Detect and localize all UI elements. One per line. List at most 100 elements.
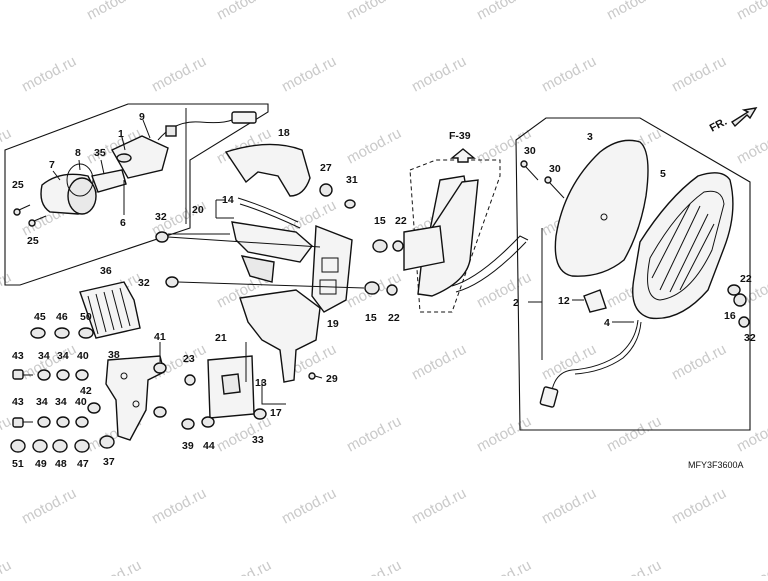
tail-light-frame — [515, 117, 751, 431]
watermark-text: motod.ru — [669, 341, 729, 384]
bulb-socket — [116, 153, 132, 163]
plate-base-window — [221, 373, 241, 395]
screw-25-upper — [13, 204, 31, 216]
reflector-pattern — [651, 203, 715, 293]
lens-screw-hole — [600, 213, 608, 221]
watermark-text: motod.ru — [474, 269, 534, 312]
seal-pad — [91, 169, 127, 193]
callout-35: 35 — [94, 147, 106, 159]
license-light-housing — [111, 135, 169, 179]
callout-17: 17 — [270, 407, 282, 419]
watermark-text: motod.ru — [409, 341, 469, 384]
watermark-text: motod.ru — [734, 0, 768, 24]
watermark-text: motod.ru — [669, 485, 729, 528]
watermark-text: motod.ru — [0, 557, 14, 576]
grommet-42 — [153, 406, 167, 418]
callout-32-upper: 32 — [155, 211, 167, 223]
leader-35 — [100, 159, 105, 175]
diagram-code: MFY3F3600A — [688, 460, 744, 470]
tail-light-group — [515, 107, 758, 431]
reflector-and-fasteners — [10, 281, 167, 453]
washer-45 — [30, 327, 46, 339]
leader-8 — [78, 159, 81, 171]
watermark-text: motod.ru — [149, 53, 209, 96]
watermark-text: motod.ru — [279, 53, 339, 96]
watermark-text: motod.ru — [604, 0, 664, 24]
reference-f39: F-39 — [449, 130, 471, 142]
callout-50: 50 — [80, 311, 92, 323]
callout-labels: 9 1 8 35 7 25 6 25 18 14 20 27 31 32 32 … — [12, 111, 756, 470]
bolt-23 — [184, 374, 196, 386]
tail-lens — [554, 139, 649, 277]
harness-connector — [231, 111, 257, 124]
watermark-text: motod.ru — [279, 485, 339, 528]
band-strip-edge — [239, 203, 301, 229]
washer-46 — [54, 327, 70, 339]
collar-22-upper — [392, 240, 404, 252]
bracket-hole-1 — [120, 372, 128, 380]
watermark-text: motod.ru — [669, 53, 729, 96]
grommet-16 — [733, 293, 747, 307]
fastener-row-lower — [12, 416, 89, 428]
watermark-text: motod.ru — [409, 53, 469, 96]
washer-44 — [201, 416, 215, 428]
callout-1: 1 — [118, 128, 124, 140]
reference-arrow — [450, 148, 476, 163]
grommet-41 — [153, 362, 167, 374]
callout-2: 2 — [513, 297, 519, 309]
grab-rail-bar — [451, 235, 529, 287]
collar-22-right — [727, 284, 741, 296]
watermark-text: motod.ru — [214, 0, 274, 24]
side-bracket — [311, 224, 353, 313]
callout-25-lower: 25 — [27, 235, 39, 247]
collar-22-lower — [386, 284, 398, 296]
nut-33 — [253, 408, 267, 420]
watermark-text: motod.ru — [84, 0, 144, 24]
callout-38: 38 — [108, 349, 120, 361]
callout-4: 4 — [604, 317, 610, 329]
callout-47: 47 — [77, 458, 89, 470]
callout-29: 29 — [326, 373, 338, 385]
callout-22-upper: 22 — [395, 215, 407, 227]
washer-50 — [78, 327, 94, 339]
callout-31: 31 — [346, 174, 358, 186]
nut-39 — [181, 418, 195, 430]
callout-33: 33 — [252, 434, 264, 446]
callout-25-upper: 25 — [12, 179, 24, 191]
grommet-15-lower — [364, 281, 380, 295]
front-direction-arrow — [730, 107, 758, 128]
lower-stay — [239, 289, 321, 383]
callout-43-upper: 43 — [12, 350, 24, 362]
callout-22-right: 22 — [740, 273, 752, 285]
callout-16: 16 — [724, 310, 736, 322]
callout-40-lower: 40 — [75, 396, 87, 408]
clamp-27 — [319, 183, 333, 197]
watermark-text: motod.ru — [539, 53, 599, 96]
callout-18: 18 — [278, 127, 290, 139]
callout-34-b: 34 — [57, 350, 69, 362]
stay-tab — [240, 255, 275, 283]
callout-40-upper: 40 — [77, 350, 89, 362]
callout-15-lower: 15 — [365, 312, 377, 324]
harness-grommet — [165, 125, 177, 137]
callout-42: 42 — [80, 385, 92, 397]
leader-7 — [52, 170, 61, 181]
watermark-text: motod.ru — [344, 557, 404, 576]
callout-9: 9 — [139, 111, 145, 123]
callout-36: 36 — [100, 265, 112, 277]
callout-7: 7 — [49, 159, 55, 171]
callout-14: 14 — [222, 194, 234, 206]
watermark-text: motod.ru — [19, 53, 79, 96]
watermark-text: motod.ru — [344, 0, 404, 24]
leader-1 — [121, 136, 126, 151]
watermark-text: motod.ru — [214, 557, 274, 576]
screw-30-a — [520, 160, 539, 181]
watermark-text: motod.ru — [604, 413, 664, 456]
callout-49: 49 — [35, 458, 47, 470]
callout-48: 48 — [55, 458, 67, 470]
callout-41: 41 — [154, 331, 166, 343]
watermark-text: motod.ru — [344, 413, 404, 456]
callout-39: 39 — [182, 440, 194, 452]
callout-30-b: 30 — [549, 163, 561, 175]
grab-rail-mount — [403, 225, 445, 271]
